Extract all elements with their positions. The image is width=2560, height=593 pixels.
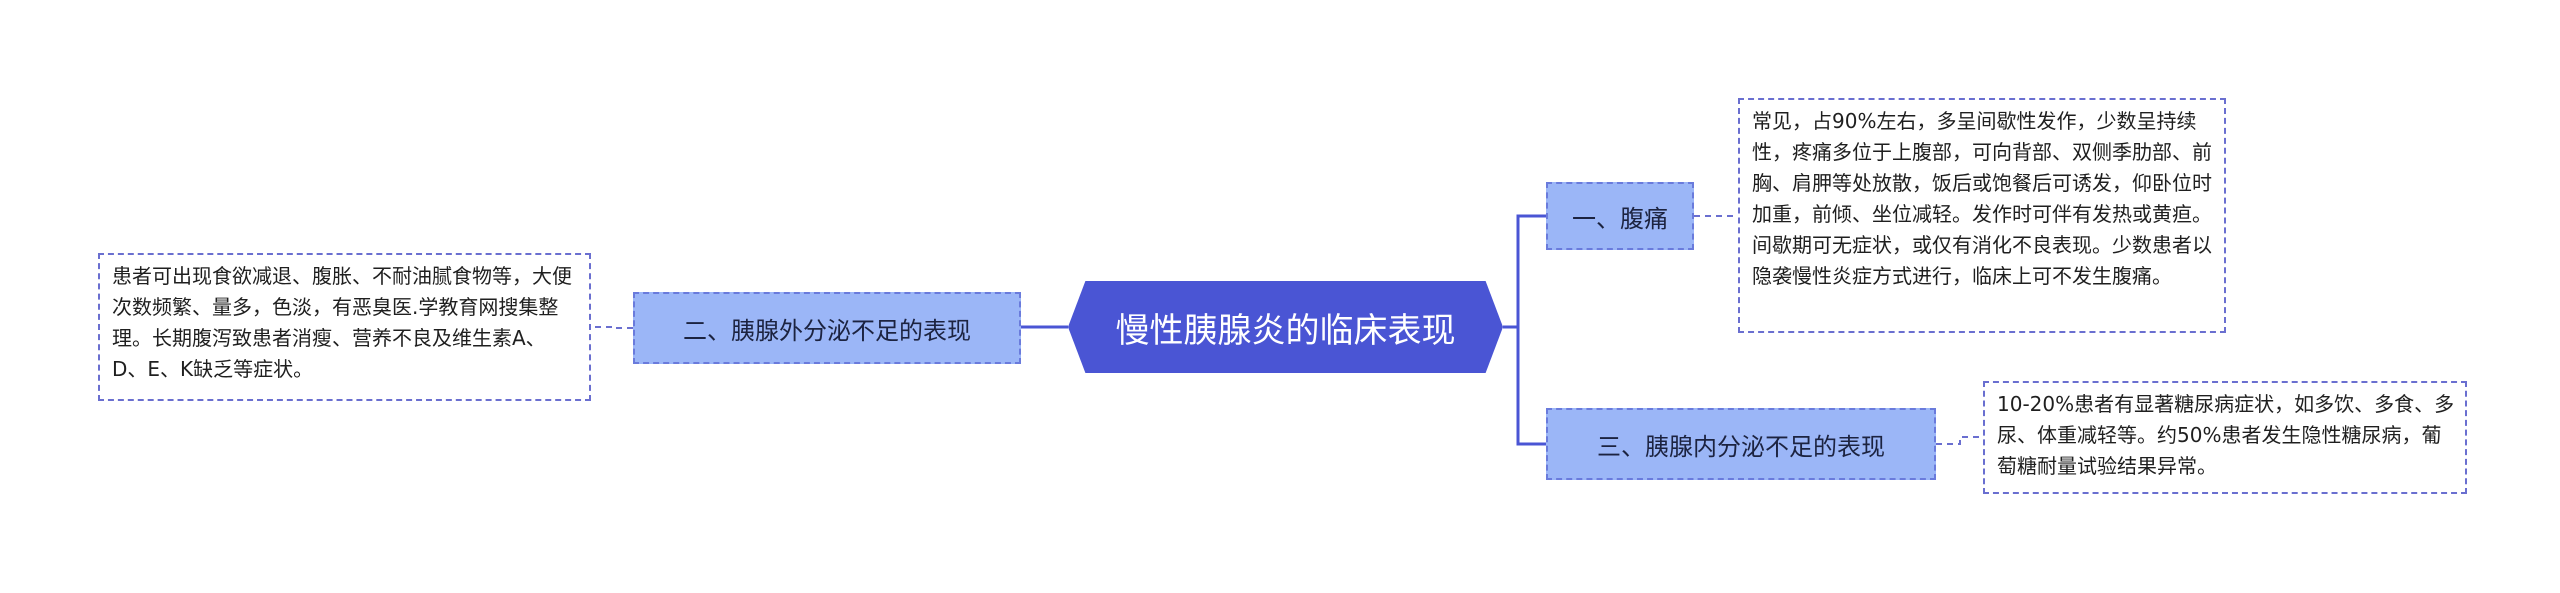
detail-abdominal-pain[interactable]: 常见，占90%左右，多呈间歇性发作，少数呈持续性，疼痛多位于上腹部，可向背部、双… — [1738, 98, 2226, 333]
branch-abdominal-pain[interactable]: 一、腹痛 — [1546, 182, 1694, 250]
central-topic[interactable]: 慢性胰腺炎的临床表现 — [1068, 281, 1503, 373]
connector-central-to-abdominal-pain — [1503, 214, 1546, 329]
detail-exocrine-insufficiency[interactable]: 患者可出现食欲减退、腹胀、不耐油腻食物等，大便次数频繁、量多，色淡，有恶臭医.学… — [98, 253, 591, 401]
connector-central-to-endocrine — [1516, 327, 1546, 446]
connector-endocrine-to-detail — [1936, 436, 1983, 445]
branch-endocrine-insufficiency[interactable]: 三、胰腺内分泌不足的表现 — [1546, 408, 1936, 480]
branch-exocrine-insufficiency[interactable]: 二、胰腺外分泌不足的表现 — [633, 292, 1021, 364]
detail-endocrine-insufficiency[interactable]: 10-20%患者有显著糖尿病症状，如多饮、多食、多尿、体重减轻等。约50%患者发… — [1983, 381, 2467, 494]
connector-exocrine-to-detail — [591, 326, 633, 329]
